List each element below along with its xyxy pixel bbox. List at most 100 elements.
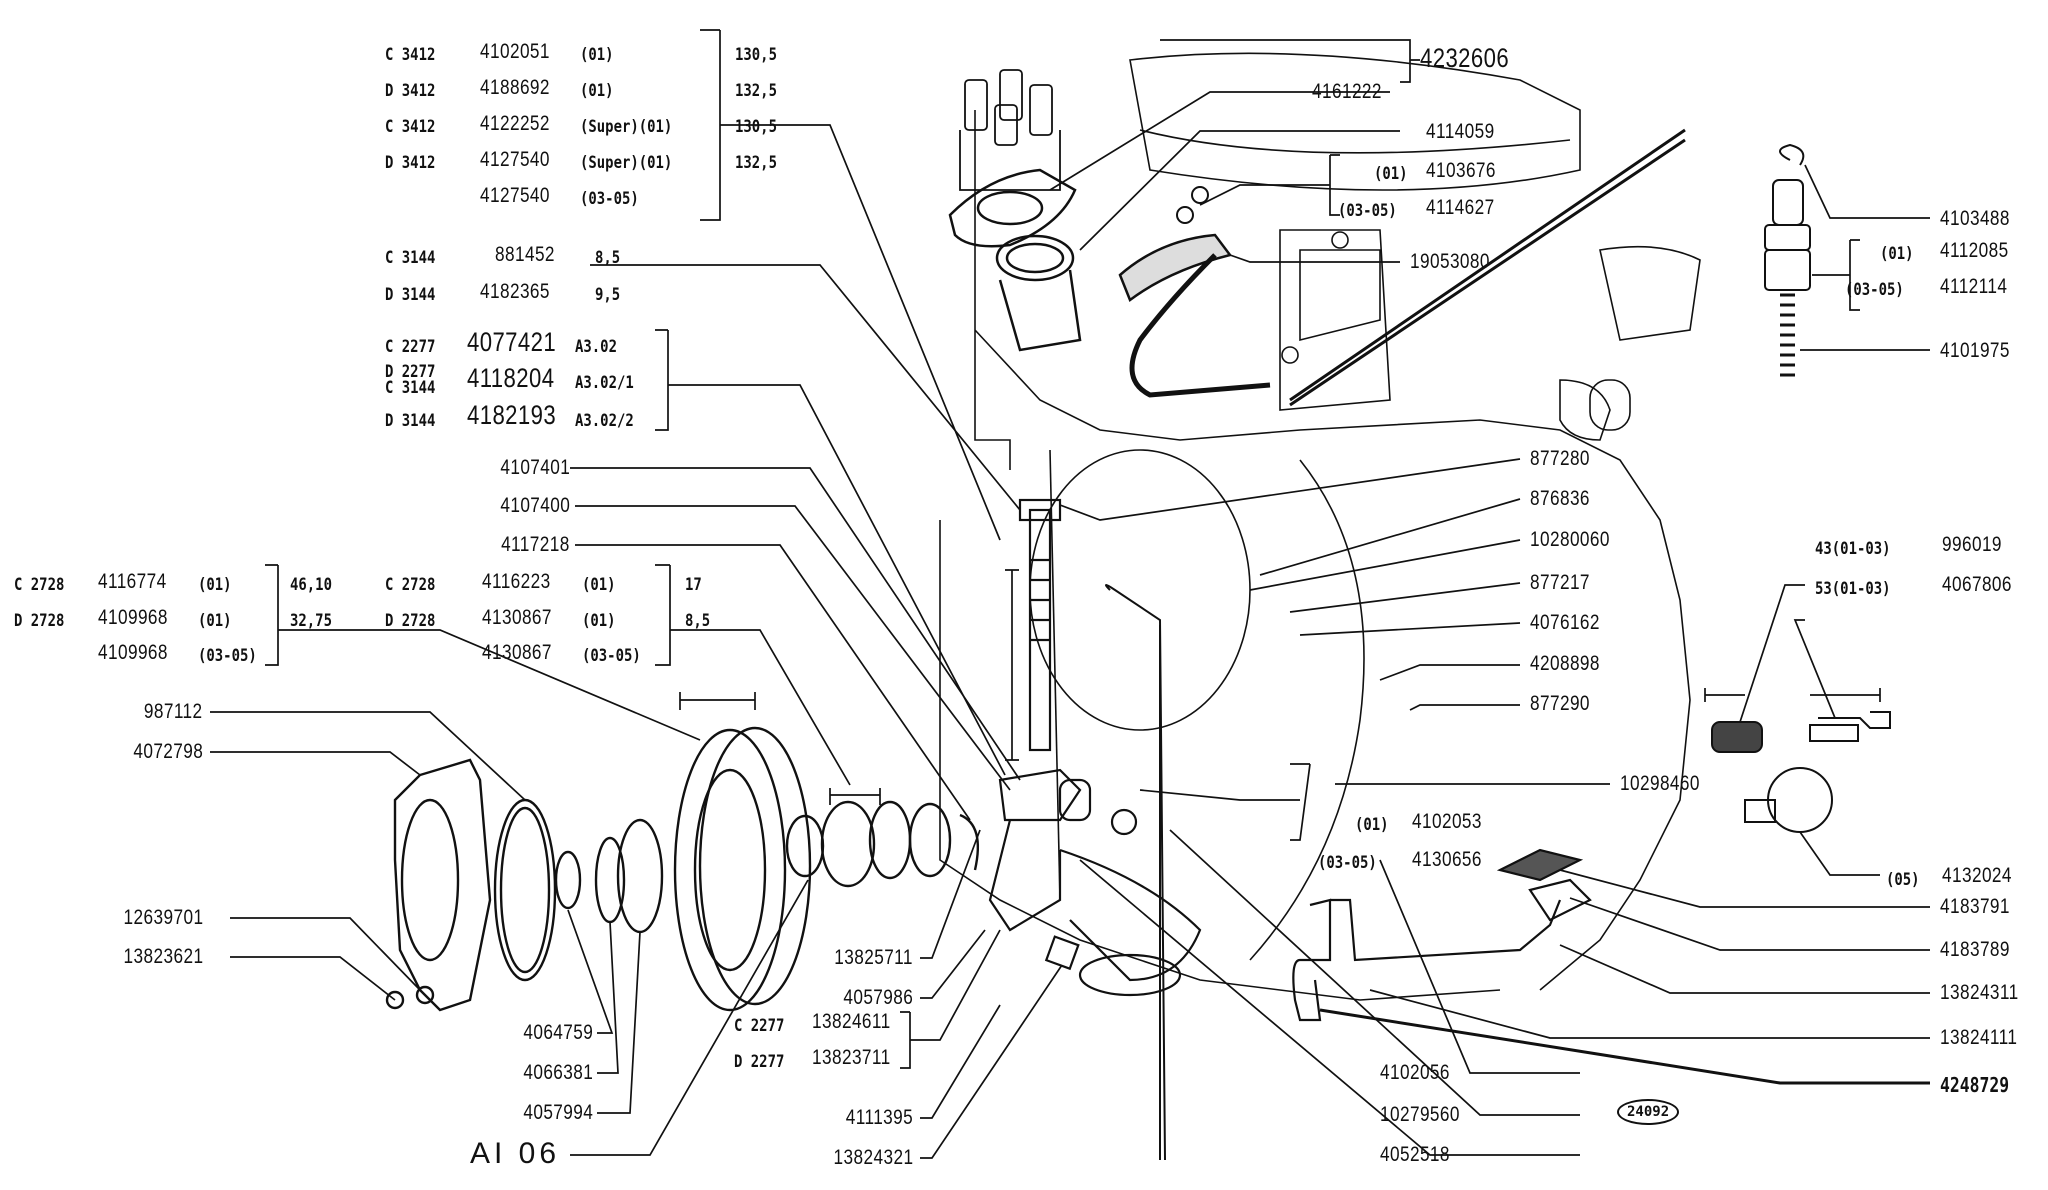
part-label[interactable]: 4101975 xyxy=(1940,339,2010,362)
part-label-parent[interactable]: 4232606 xyxy=(1420,43,1510,73)
part-label[interactable]: 13825711 xyxy=(834,946,913,969)
part-label[interactable]: 10298460 xyxy=(1620,772,1700,795)
part-note: A3.02/1 xyxy=(575,373,634,393)
dipstick-drawing xyxy=(1105,584,1166,1161)
part-label[interactable]: 877217 xyxy=(1530,571,1590,594)
part-number[interactable]: 4077421 xyxy=(467,327,557,357)
part-number[interactable]: 4130867 xyxy=(482,606,552,629)
part-number[interactable]: 881452 xyxy=(495,243,555,266)
dimension-value: 8,5 xyxy=(595,248,621,268)
part-label[interactable]: 4072798 xyxy=(133,740,203,763)
variant-code: C 3144 xyxy=(385,248,436,268)
part-label[interactable]: 987112 xyxy=(144,700,203,723)
part-label[interactable]: 877280 xyxy=(1530,447,1590,470)
variant-code: C 2277 xyxy=(385,337,436,357)
part-label[interactable]: 4057994 xyxy=(523,1101,593,1124)
part-label[interactable]: 4066381 xyxy=(523,1061,593,1084)
part-label[interactable]: 13824111 xyxy=(1940,1026,2018,1049)
dimension-value: 9,5 xyxy=(595,285,621,305)
part-label[interactable]: 4057986 xyxy=(843,986,913,1009)
spring-coils xyxy=(1780,293,1795,377)
part-note: (01) xyxy=(1355,815,1389,835)
part-label[interactable]: 4102056 xyxy=(1380,1061,1450,1084)
part-note: (01) xyxy=(582,575,616,595)
part-label[interactable]: 13824321 xyxy=(833,1146,913,1169)
part-note: (01) xyxy=(580,81,614,101)
part-number[interactable]: 4132024 xyxy=(1942,864,2012,887)
part-label[interactable]: 4052518 xyxy=(1380,1143,1450,1166)
leader-lines xyxy=(210,29,1930,1159)
part-note: (03-05) xyxy=(1318,853,1377,873)
part-label[interactable]: 4111395 xyxy=(845,1106,913,1129)
variant-code: D 3144 xyxy=(385,411,436,431)
variant-code: D 3412 xyxy=(385,81,436,101)
part-label[interactable]: 13823621 xyxy=(123,945,203,968)
part-label[interactable]: 4076162 xyxy=(1530,611,1600,634)
part-label[interactable]: 4117218 xyxy=(501,533,570,556)
part-number[interactable]: 13824611 xyxy=(812,1010,891,1033)
part-label[interactable]: 12639701 xyxy=(123,906,203,929)
part-note: (03-05) xyxy=(1338,201,1397,221)
variant-code: D 2277 xyxy=(734,1052,785,1072)
variant-code: C 3412 xyxy=(385,117,436,137)
part-number[interactable]: 4188692 xyxy=(480,76,550,99)
breather-hose-drawing xyxy=(1118,186,1271,398)
part-note: (03-05) xyxy=(198,646,257,666)
part-number[interactable]: 4112085 xyxy=(1940,239,2009,262)
part-label[interactable]: 4064759 xyxy=(523,1021,593,1044)
part-label[interactable]: 877290 xyxy=(1530,692,1590,715)
variant-code: D 2277 C 3144 xyxy=(385,362,436,398)
part-number[interactable]: 4130867 xyxy=(482,641,552,664)
part-label[interactable]: 4183791 xyxy=(1940,895,2010,918)
part-number[interactable]: 4102051 xyxy=(480,40,550,63)
dimension-value: 130,5 xyxy=(735,117,777,137)
variant-code: D 3412 xyxy=(385,153,436,173)
temperature-sender-drawing xyxy=(1764,143,1811,377)
part-label[interactable]: 10279560 xyxy=(1380,1103,1460,1126)
variant-code: D 2728 xyxy=(385,611,436,631)
part-number[interactable]: 4122252 xyxy=(480,112,550,135)
variant-code: C 3412 xyxy=(385,45,436,65)
part-number[interactable]: 4182365 xyxy=(480,280,550,303)
part-number[interactable]: 4116774 xyxy=(98,570,167,593)
dimension-value: 8,5 xyxy=(685,611,711,631)
part-number[interactable]: 4114627 xyxy=(1426,196,1495,219)
part-number[interactable]: 4067806 xyxy=(1942,573,2012,596)
part-label[interactable]: 19053080 xyxy=(1410,250,1490,273)
part-label[interactable]: 10280060 xyxy=(1530,528,1610,551)
carburettor-drawing xyxy=(1279,229,1631,431)
part-label[interactable]: 4107400 xyxy=(500,494,570,517)
part-label[interactable]: 4161222 xyxy=(1312,80,1382,103)
part-label[interactable]: 4103488 xyxy=(1940,207,2010,230)
variant-code: C 2277 xyxy=(734,1016,785,1036)
part-number[interactable]: 4112114 xyxy=(1940,275,2008,298)
part-note: (Super)(01) xyxy=(580,153,673,173)
part-number[interactable]: 996019 xyxy=(1942,533,2002,556)
part-label-handwritten[interactable]: 4248729 xyxy=(1940,1073,2010,1097)
part-label[interactable]: 4208898 xyxy=(1530,652,1600,675)
part-number[interactable]: 4182193 xyxy=(467,400,557,430)
part-note: A3.02 xyxy=(575,337,617,357)
part-label[interactable]: 13824311 xyxy=(1940,981,2019,1004)
oil-pump-shaft-drawing xyxy=(988,498,1202,997)
part-note: (01) xyxy=(580,45,614,65)
part-note: (01) xyxy=(198,611,232,631)
part-number[interactable]: 4102053 xyxy=(1412,810,1482,833)
part-note: (03-05) xyxy=(1845,280,1904,300)
part-note: 53(01-03) xyxy=(1815,579,1891,599)
part-number[interactable]: 4109968 xyxy=(98,606,168,629)
dimension-value: 132,5 xyxy=(735,81,777,101)
part-number[interactable]: 4103676 xyxy=(1426,159,1496,182)
part-number[interactable]: 4127540 xyxy=(480,148,550,171)
part-label[interactable]: 4114059 xyxy=(1426,120,1495,143)
part-number[interactable]: 13823711 xyxy=(812,1046,891,1069)
part-number[interactable]: 4130656 xyxy=(1412,848,1482,871)
part-number[interactable]: 4127540 xyxy=(480,184,550,207)
part-number[interactable]: 4118204 xyxy=(467,363,555,393)
part-label[interactable]: 876836 xyxy=(1530,487,1590,510)
dimension-value: 32,75 xyxy=(290,611,332,631)
part-label[interactable]: 4107401 xyxy=(500,456,570,479)
part-number[interactable]: 4109968 xyxy=(98,641,168,664)
part-number[interactable]: 4116223 xyxy=(482,570,551,593)
part-label[interactable]: 4183789 xyxy=(1940,938,2010,961)
